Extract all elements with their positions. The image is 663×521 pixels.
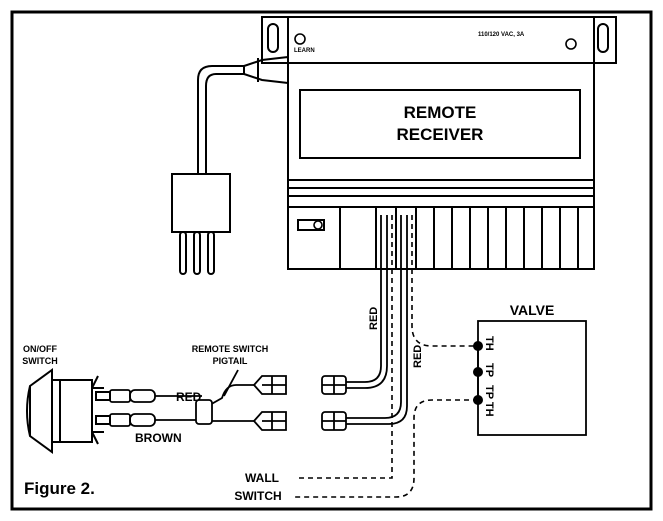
figure-frame [10,10,653,511]
switch-terminal-connectors [109,389,156,427]
power-cord [197,55,289,174]
valve-terminal-tp: TP [483,363,495,377]
valve-terminal-th: TH [483,336,495,351]
red-pigtail-label: RED [176,390,202,404]
learn-button-icon [294,33,306,45]
figure-label: Figure 2. [24,479,95,498]
red-wire-label-1: RED [368,307,380,330]
switch-label-line2: SWITCH [22,356,58,366]
pigtail-wires [155,369,254,422]
switch-label-line1: ON/OFF [23,344,57,354]
receiver-title-line1: REMOTE [404,103,477,122]
red-wires [346,215,408,425]
connector-upper-left [252,375,287,395]
rating-label: 110/120 VAC, 3A [478,32,525,38]
remote-receiver [261,16,617,270]
indicator-hole-icon [565,38,577,50]
pigtail-label-line1: REMOTE SWITCH [192,344,269,354]
connector-lower-right [321,411,347,431]
wall-switch-label-line2: SWITCH [234,489,281,503]
plug-icon [171,173,231,275]
connector-upper-right [321,375,347,395]
red-wire-label-2: RED [412,345,424,368]
pigtail-label-line2: PIGTAIL [213,356,248,366]
valve-terminal-tpth: TP TH [483,385,495,417]
wall-switch-wiring [292,215,478,498]
rocker-switch-icon [26,368,111,454]
wall-switch-label-line1: WALL [245,471,279,485]
valve-title: VALVE [510,302,555,318]
learn-label: LEARN [294,48,315,54]
fuse-knob-icon [313,220,323,230]
receiver-title-line2: RECEIVER [397,125,484,144]
brown-wire-label: BROWN [135,431,182,445]
pigtail-junction [195,399,213,425]
connector-lower-left [252,411,287,431]
